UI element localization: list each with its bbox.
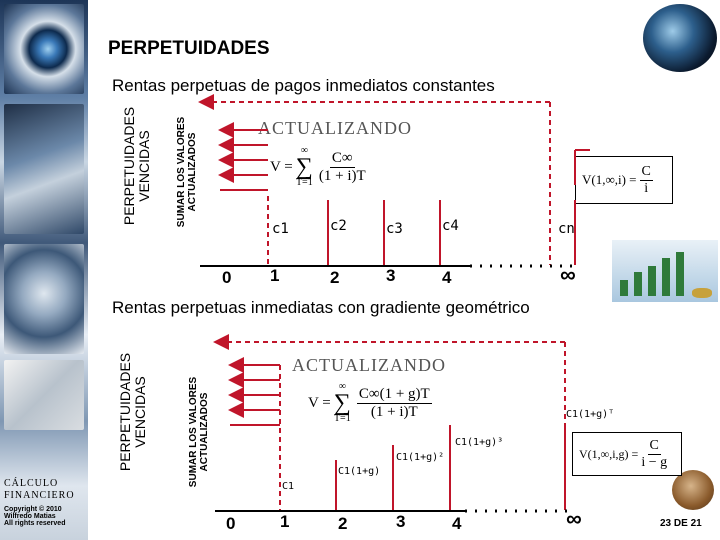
- copyright-text: Copyright © 2010: [4, 506, 62, 513]
- s1-tinf: ∞: [560, 262, 576, 287]
- s1-t2: 2: [330, 268, 340, 287]
- section1-formula-num: C∞: [329, 149, 355, 168]
- cube-photo-icon: [4, 360, 84, 430]
- section2-result-box: V(1,∞,i,g) = C i − g: [572, 432, 682, 476]
- section2-sum-bottom: T=1: [333, 413, 351, 424]
- s2-cash-1: C1: [282, 481, 295, 492]
- s1-t4: 4: [442, 268, 452, 287]
- mascot-icon: [672, 470, 714, 510]
- s1-cash-4: c4: [442, 218, 459, 234]
- section2-formula: V = ∞ ∑ T=1 C∞(1 + g)T (1 + i)T: [308, 382, 435, 424]
- page-number: 23 DE 21: [660, 518, 702, 529]
- eye-photo-icon: [4, 4, 84, 94]
- s2-t0: 0: [226, 514, 236, 533]
- s2-t4: 4: [452, 514, 462, 533]
- sigma-icon: ∑: [333, 390, 351, 416]
- face-photo-icon: [4, 104, 84, 234]
- section2-formula-den: (1 + i)T: [370, 403, 418, 420]
- section2-banner: ACTUALIZANDO: [292, 355, 446, 375]
- s1-t3: 3: [386, 266, 396, 285]
- eye-closeup-icon: [4, 244, 84, 354]
- course-name: CÁLCULO FINANCIERO: [4, 478, 75, 501]
- section1-box-den: i: [644, 180, 649, 196]
- sigma-icon: ∑: [295, 154, 313, 180]
- section1-formula: V = ∞ ∑ T=1 C∞ (1 + i)T: [270, 146, 369, 188]
- s2-cash-4: C1(1+g)³: [455, 437, 504, 448]
- s1-cash-1: c1: [272, 221, 289, 237]
- section2-formula-num: C∞(1 + g)T: [356, 385, 432, 404]
- section1-sum-top: ∞: [300, 145, 308, 156]
- s1-t1: 1: [270, 266, 280, 285]
- rights-text: All rights reserved: [4, 520, 66, 527]
- section2-sum-top: ∞: [338, 381, 346, 392]
- s2-cash-t: C1(1+g)ᵀ: [566, 409, 615, 420]
- sidebar-credits: CÁLCULO FINANCIERO Copyright © 2010 Wilf…: [4, 478, 88, 527]
- s2-t3: 3: [396, 512, 406, 531]
- s1-cash-3: c3: [386, 221, 403, 237]
- s2-t1: 1: [280, 512, 290, 531]
- section2-diagram: [213, 334, 570, 513]
- s1-t0: 0: [222, 268, 232, 287]
- section1-result-box: V(1,∞,i) = C i: [575, 156, 673, 204]
- section1-sum-bottom: T=1: [295, 177, 313, 188]
- section1-box-num: C: [639, 163, 653, 181]
- section1-side-label: PERPETUIDADES VENCIDAS: [121, 106, 152, 226]
- section2-heading: Rentas perpetuas inmediatas con gradient…: [112, 298, 530, 317]
- author-text: Wilfredo Matias: [4, 513, 56, 520]
- s2-cash-2: C1(1+g): [338, 466, 381, 477]
- section1-banner: ACTUALIZANDO: [258, 118, 412, 138]
- section2-box-den: i − g: [641, 454, 668, 470]
- s2-tinf: ∞: [566, 506, 582, 531]
- section1-formula-den: (1 + i)T: [318, 167, 366, 184]
- section2-box-num: C: [647, 437, 661, 455]
- section1-formula-v: V =: [270, 158, 293, 175]
- globe-icon: [643, 4, 717, 72]
- slide-title: PERPETUIDADES: [108, 38, 270, 59]
- section2-side-label: PERPETUIDADES VENCIDAS: [117, 352, 148, 472]
- section2-box-lhs: V(1,∞,i,g) =: [579, 446, 639, 461]
- s1-cash-2: c2: [330, 218, 347, 234]
- s1-cash-n: cn: [558, 221, 575, 237]
- section1-diagram: [198, 94, 590, 268]
- left-decorative-strip: [0, 0, 88, 540]
- section1-heading: Rentas perpetuas de pagos inmediatos con…: [112, 76, 495, 95]
- section1-box-lhs: V(1,∞,i) =: [582, 172, 637, 187]
- s2-cash-3: C1(1+g)²: [396, 452, 445, 463]
- chart-photo-icon: [612, 240, 718, 302]
- s2-t2: 2: [338, 514, 348, 533]
- section2-formula-v: V =: [308, 394, 331, 411]
